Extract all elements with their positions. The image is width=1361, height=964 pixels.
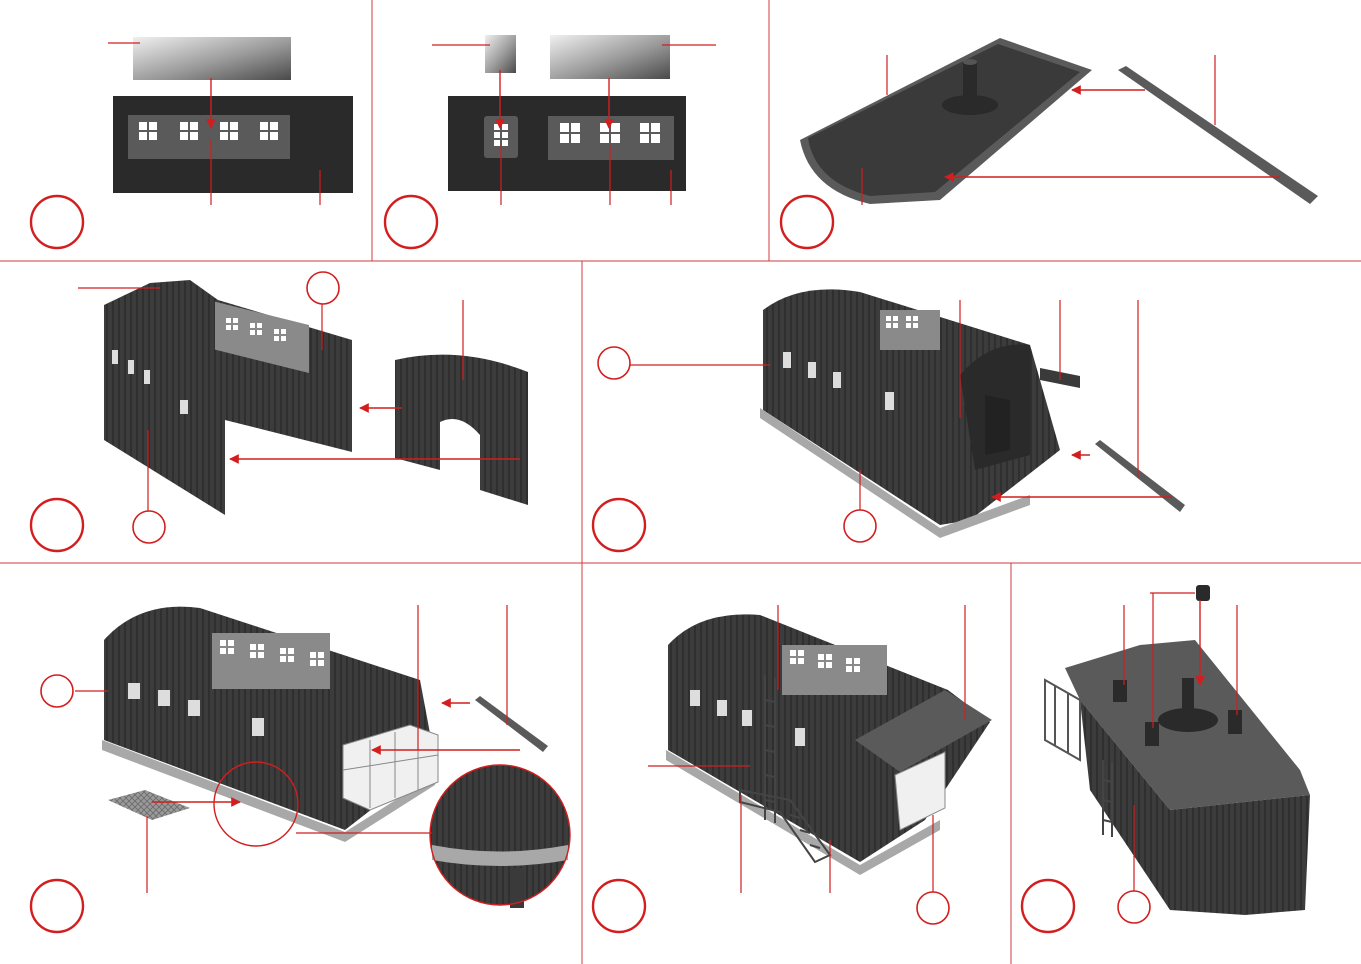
small-glazing [485,35,516,73]
side-rail-part [1095,440,1185,512]
panel-step-3 [781,38,1318,248]
sub-marker-a [598,347,630,379]
sub-marker-a [307,272,339,304]
railing [1045,680,1080,760]
glazing-strip [133,37,291,80]
panel-step-8 [1022,585,1310,932]
step-marker-7 [593,880,645,932]
panel-step-1 [31,37,353,248]
panel-step-5 [593,289,1185,551]
sub-marker-a [41,675,73,707]
knob-part [1196,585,1210,601]
grate-part [108,790,190,820]
step-marker-4 [31,499,83,551]
step-marker-5 [593,499,645,551]
panel-step-7 [593,605,992,932]
sub-marker-b [844,510,876,542]
step-marker-6 [31,880,83,932]
panel-step-6 [31,605,570,932]
large-glazing [550,35,670,79]
detail-zoom [430,765,570,908]
step-marker-3 [781,196,833,248]
panel-step-4 [31,272,528,551]
step-marker-8 [1022,880,1074,932]
sub-marker-b [133,511,165,543]
step-marker-2 [385,196,437,248]
sub-marker-a [917,892,949,924]
side-rail-part [1118,66,1318,204]
end-wall-part [395,355,528,505]
step-marker-1 [31,196,83,248]
panel-step-2 [385,35,716,248]
sub-marker-a [1118,891,1150,923]
roof-part [475,696,548,752]
